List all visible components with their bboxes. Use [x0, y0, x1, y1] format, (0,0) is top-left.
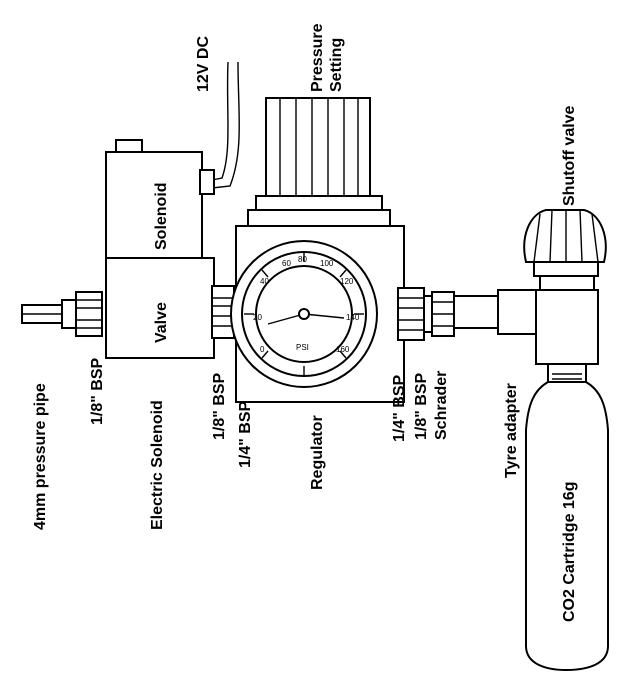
label-pipe: 4mm pressure pipe — [32, 383, 49, 530]
gauge-tick-label: 40 — [260, 277, 269, 286]
gauge-tick-label: 80 — [298, 255, 307, 264]
gauge-tick-marks — [244, 252, 364, 376]
gauge-tick-label: 60 — [282, 259, 291, 268]
gauge-tick-label: 160 — [336, 345, 350, 354]
label-regulator: Regulator — [309, 415, 326, 490]
gauge-needle — [267, 313, 305, 325]
label-pressure-setting: Setting — [328, 38, 345, 92]
label-electric-solenoid: Electric Solenoid — [149, 400, 166, 530]
fitting-bsp-right — [397, 287, 455, 341]
label-schrader: Schrader — [433, 371, 450, 440]
gauge-tick-label: 140 — [346, 313, 360, 322]
label-solenoid: Solenoid — [153, 182, 170, 250]
cartridge-thread — [552, 373, 582, 380]
label-power: 12V DC — [195, 36, 212, 92]
tyre-adapter — [453, 289, 539, 335]
gauge-tick-label: 120 — [340, 277, 354, 286]
label-bsp-mid: 1/8" BSP — [211, 373, 228, 441]
label-bsp-right-18: 1/8" BSP — [413, 373, 430, 441]
fitting-bsp-left — [75, 291, 103, 337]
power-wires — [211, 61, 240, 189]
gauge-needle — [303, 313, 345, 319]
label-bsp-right-14: 1/4" BSP — [391, 375, 408, 443]
label-bsp-left: 1/8" BSP — [89, 358, 106, 426]
shutoff-valve — [523, 209, 607, 383]
gauge-tick-label: 100 — [320, 259, 334, 268]
label-valve: Valve — [153, 302, 170, 343]
label-bsp-mid-14: 1/4" BSP — [237, 401, 254, 469]
pressure-gauge: 0 20 40 60 80 100 120 140 160 PSI — [230, 240, 378, 388]
gauge-tick-label: 20 — [253, 313, 262, 322]
gauge-tick-label: 0 — [260, 345, 265, 354]
label-co2-cartridge: CO2 Cartridge 16g — [561, 482, 578, 622]
label-tyre-adapter: Tyre adapter — [503, 383, 520, 478]
pressure-pipe — [21, 299, 77, 329]
label-pressure-setting: Pressure — [309, 23, 326, 92]
pressure-setting-knob — [255, 97, 383, 211]
label-shutoff-valve: Shutoff valve — [561, 105, 578, 206]
gauge-hub — [298, 308, 310, 320]
co2-cartridge — [525, 381, 609, 672]
solenoid-valve — [105, 139, 215, 359]
gauge-unit: PSI — [296, 343, 309, 352]
